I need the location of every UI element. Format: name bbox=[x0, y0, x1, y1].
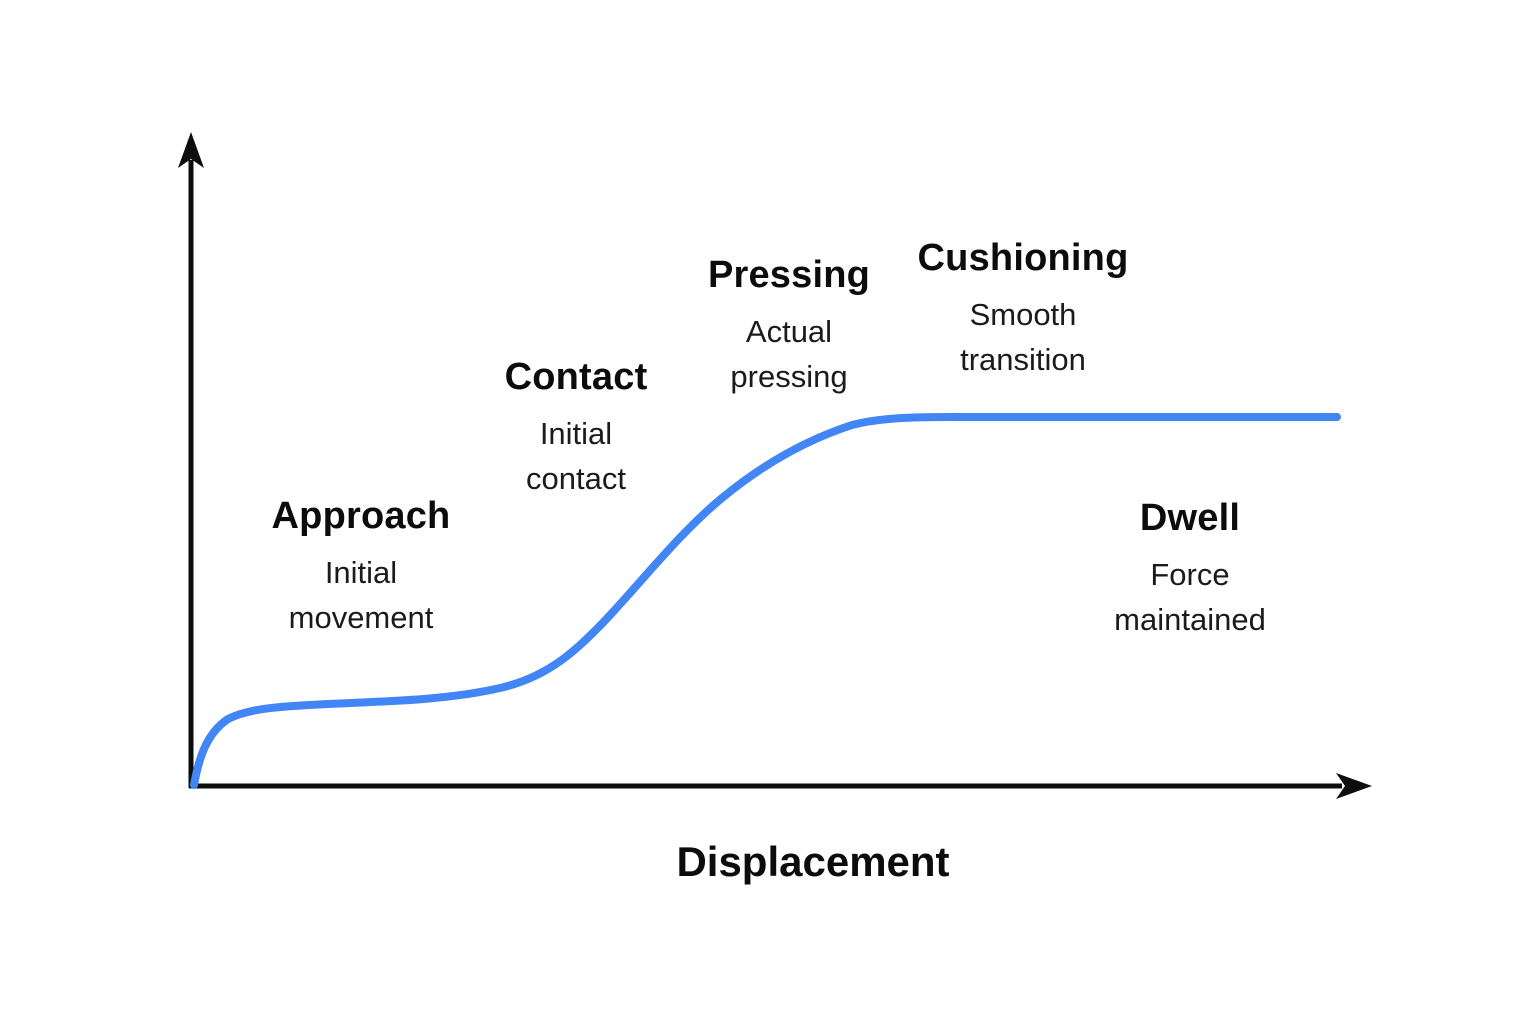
phase-subtitle-approach: Initial movement bbox=[288, 555, 434, 635]
phase-title-approach: Approach bbox=[271, 495, 451, 537]
x-axis-arrowhead-icon bbox=[1336, 773, 1372, 799]
y-axis-arrowhead-icon bbox=[178, 132, 204, 168]
force-curve bbox=[190, 412, 1341, 789]
phase-label-cushioning: Cushioning Smooth transition bbox=[853, 236, 1193, 382]
phase-label-contact: Contact Initial contact bbox=[406, 355, 746, 501]
phase-title-pressing: Pressing bbox=[707, 254, 871, 296]
phase-subtitle-contact: Initial contact bbox=[526, 416, 626, 496]
phase-label-pressing: Pressing Actual pressing bbox=[619, 253, 959, 399]
x-axis-label: Displacement bbox=[676, 838, 950, 885]
phase-subtitle-pressing: Actual pressing bbox=[730, 314, 848, 394]
phase-subtitle-cushioning: Smooth transition bbox=[960, 297, 1086, 377]
phase-title-contact: Contact bbox=[504, 356, 648, 398]
phase-label-dwell: Dwell Force maintained bbox=[1020, 496, 1360, 642]
phase-title-cushioning: Cushioning bbox=[917, 237, 1129, 279]
phase-title-dwell: Dwell bbox=[1139, 497, 1241, 539]
phase-label-approach: Approach Initial movement bbox=[191, 494, 531, 640]
phase-subtitle-dwell: Force maintained bbox=[1114, 557, 1266, 637]
